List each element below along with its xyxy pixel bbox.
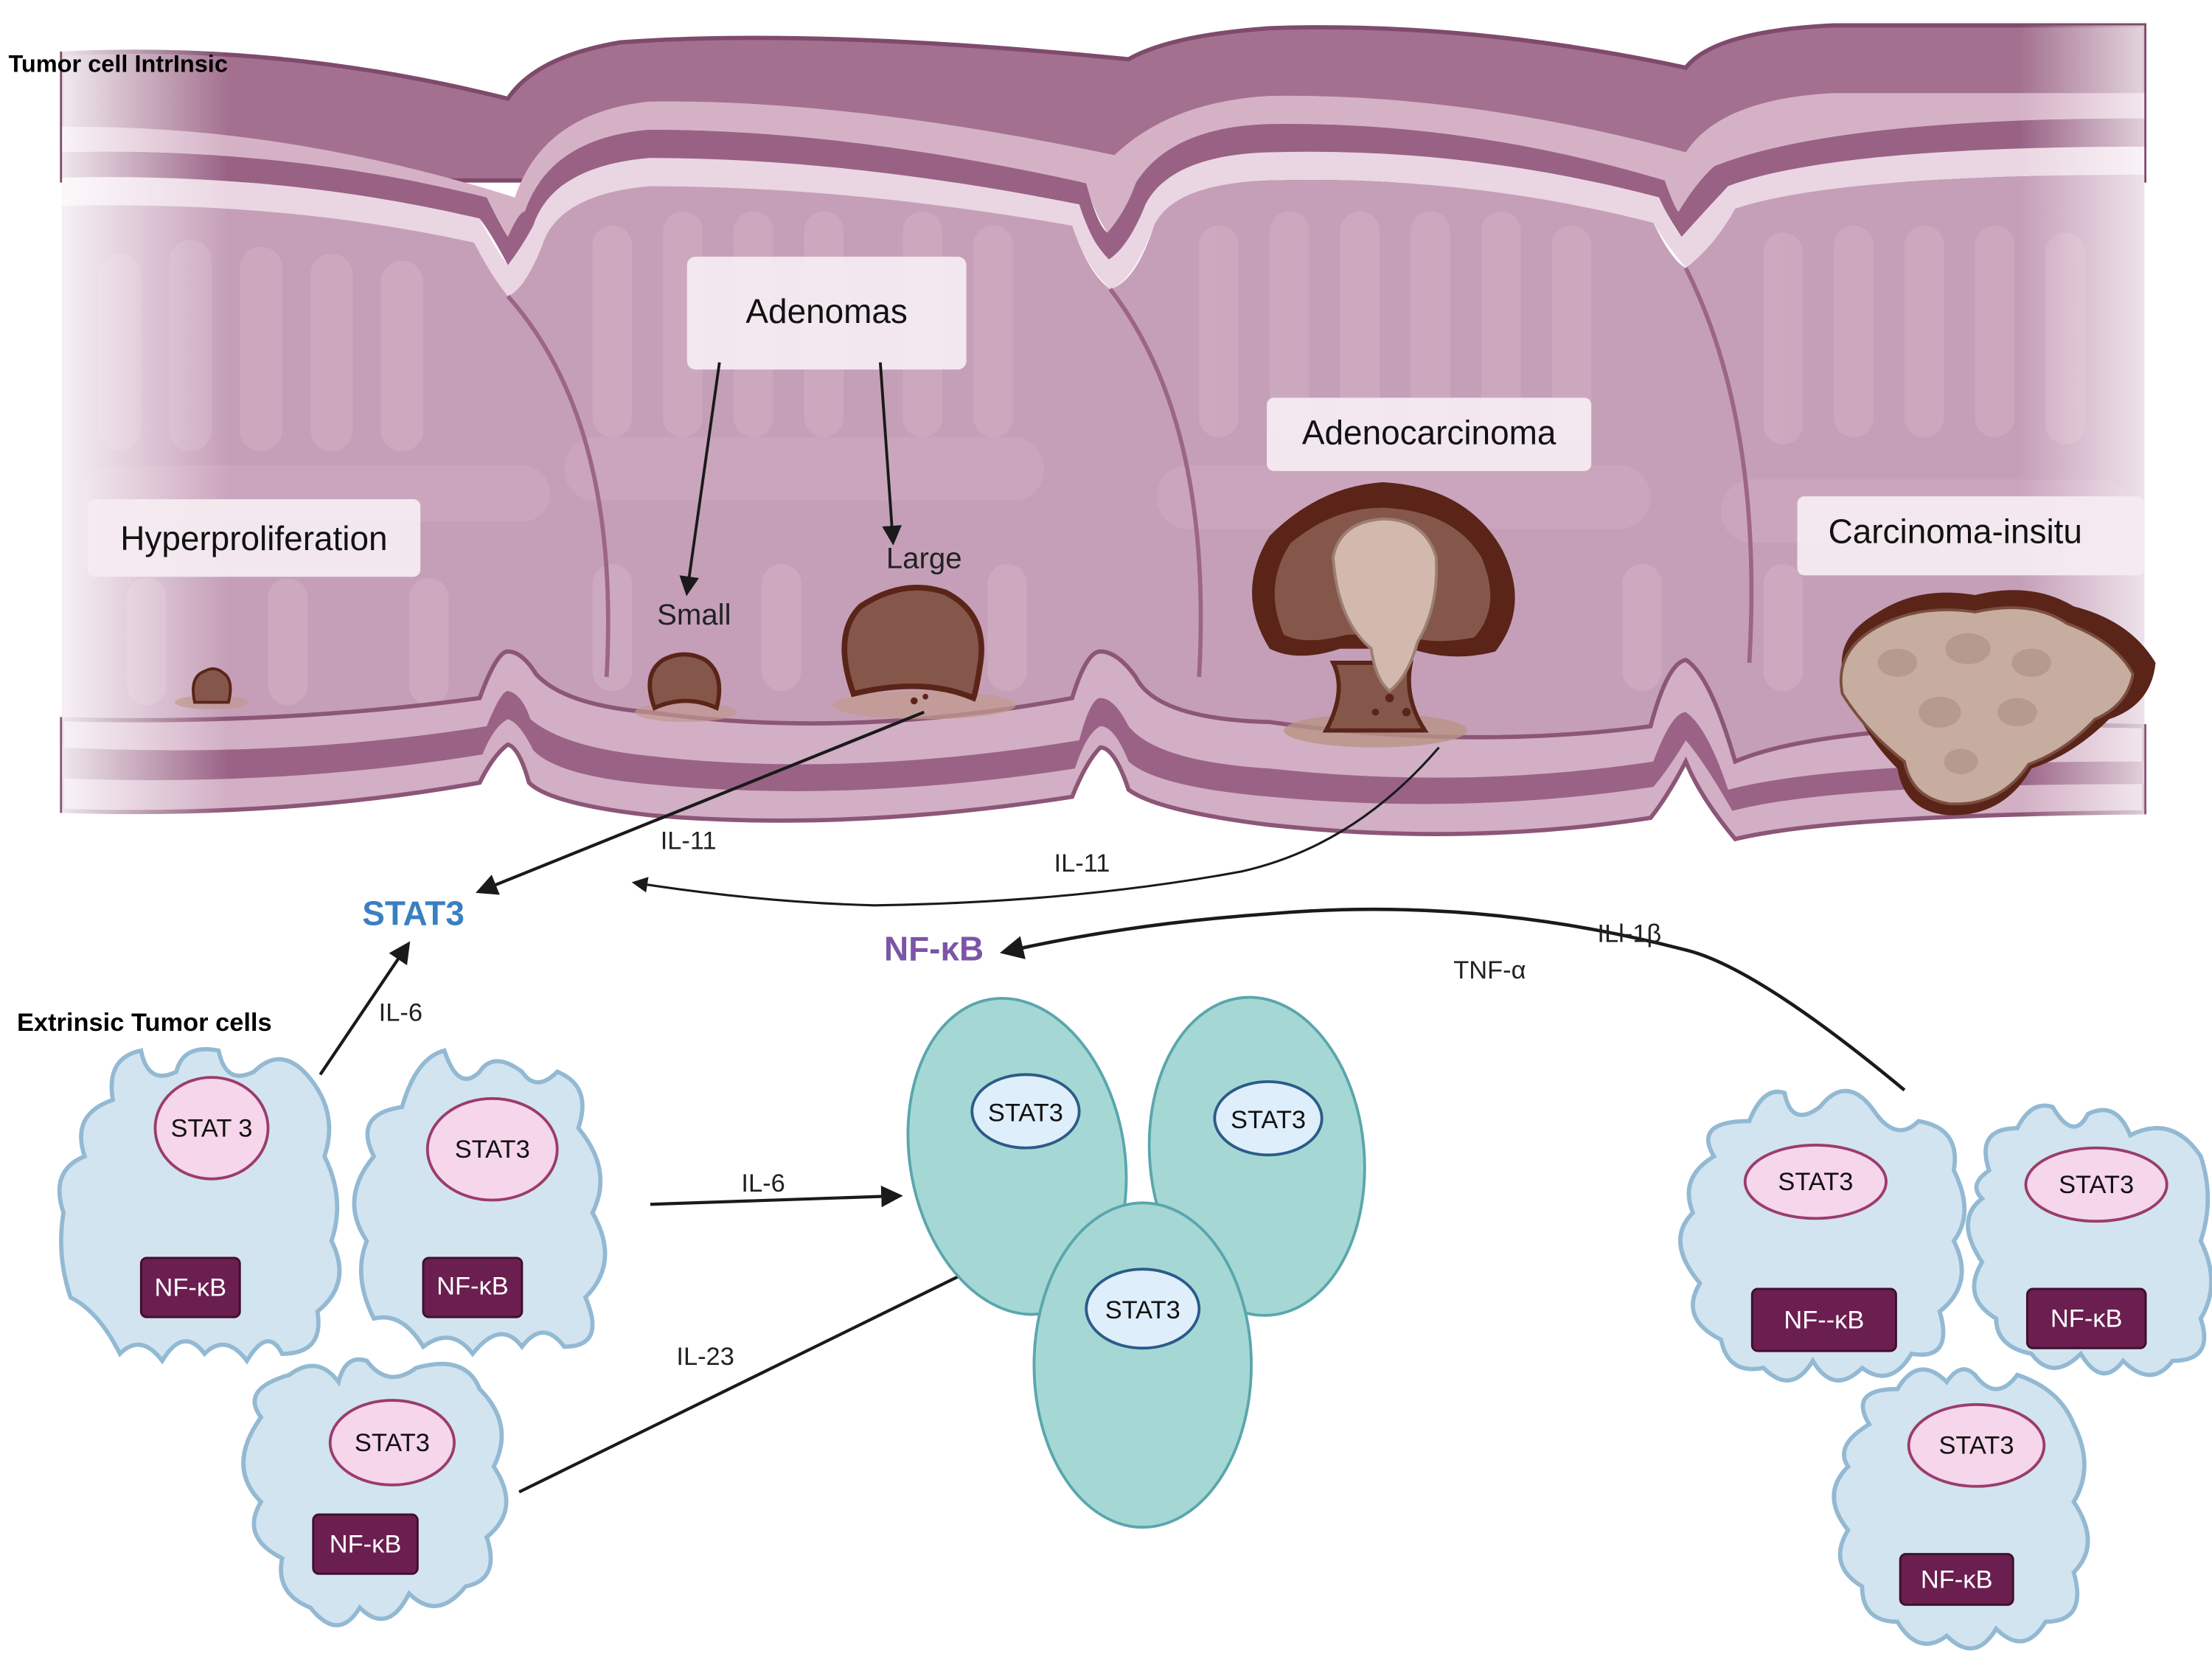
arrow-il6-to-teal-cells	[650, 1185, 903, 1208]
stage-label-hyperproliferation: Hyperproliferation	[120, 519, 387, 557]
intestine-edge-fade	[62, 25, 2145, 818]
left-cell-1-nucleus-label: STAT 3	[171, 1114, 253, 1142]
tumor-carcinoma-insitu	[1839, 590, 2156, 816]
left-cell-3-nucleus-label: STAT3	[355, 1429, 430, 1457]
left-cell-2-nfkb-label: NF-κB	[437, 1273, 509, 1301]
left-cell-3-nfkb-label: NF-κB	[330, 1531, 402, 1559]
stage-label-adenocarcinoma: Adenocarcinoma	[1302, 413, 1557, 451]
hub-nfkb: NF-κB	[884, 929, 984, 967]
teal-cell-3-nucleus-label: STAT3	[1105, 1296, 1180, 1324]
signal-label-il6-teal: IL-6	[741, 1169, 785, 1197]
arrow-il23-to-teal-cells	[518, 1264, 984, 1494]
arrow-il11-adenocarcinoma-to-stat3	[631, 746, 1440, 907]
section-title-intrinsic: Tumor cell IntrInsic	[8, 51, 227, 77]
right-cell-2-nfkb-label: NF-κB	[2051, 1305, 2123, 1333]
teal-cell-1: STAT3	[906, 996, 1128, 1316]
intestine-illustration	[60, 23, 2147, 842]
label-adenomas: Adenomas	[686, 257, 967, 370]
signal-label-il11-adenocarcinoma: IL-11	[1054, 849, 1110, 877]
right-immune-cell-1: STAT3 NF--κB	[1678, 1088, 1966, 1383]
teal-cell-1-nucleus-label: STAT3	[988, 1099, 1063, 1127]
left-immune-cell-2: STAT3 NF-κB	[352, 1048, 608, 1358]
arrow-adenomas-to-large	[878, 362, 902, 546]
left-cell-1-nfkb-label: NF-κB	[155, 1274, 227, 1302]
label-carcinoma-insitu: Carcinoma-insitu	[1797, 496, 2145, 576]
hub-stat3: STAT3	[362, 894, 465, 933]
label-adenocarcinoma: Adenocarcinoma	[1267, 397, 1592, 471]
left-immune-cell-3: STAT3 NF-κB	[241, 1357, 509, 1627]
stage-label-carcinoma-insitu: Carcinoma-insitu	[1829, 512, 2082, 550]
signal-label-il1b: ILl-1β	[1597, 920, 1661, 948]
arrow-adenomas-to-small	[679, 362, 721, 597]
right-cell-1-nucleus-label: STAT3	[1778, 1168, 1853, 1196]
left-immune-cell-1: STAT 3 NF-κB	[57, 1047, 342, 1365]
label-hyperproliferation: Hyperproliferation	[87, 499, 421, 577]
stage-label-adenomas: Adenomas	[745, 292, 907, 330]
signal-label-il23: IL-23	[676, 1343, 734, 1371]
right-cell-3-nucleus-label: STAT3	[1938, 1432, 2014, 1460]
signal-label-il11-large: IL-11	[661, 827, 717, 855]
tumor-hyperproliferation	[175, 667, 248, 709]
teal-cell-3: STAT3	[1032, 1201, 1253, 1529]
tumor-small-adenoma	[634, 652, 737, 723]
left-cell-2-nucleus-label: STAT3	[455, 1136, 530, 1164]
right-cell-1-nfkb-label: NF--κB	[1784, 1307, 1864, 1335]
signal-label-tnfa: TNF-α	[1453, 956, 1526, 984]
sublabel-small: Small	[657, 598, 731, 631]
arrow-il1b-tnfa-to-nfkb	[999, 907, 1906, 1092]
tumor-adenocarcinoma	[1252, 482, 1515, 748]
right-cell-2-nucleus-label: STAT3	[2059, 1171, 2134, 1199]
tumor-large-adenoma	[832, 585, 1016, 720]
section-title-extrinsic: Extrinsic Tumor cells	[17, 1009, 272, 1037]
sublabel-large: Large	[886, 542, 962, 575]
teal-cell-2-nucleus-label: STAT3	[1231, 1106, 1306, 1134]
right-immune-cell-3: STAT3 NF-κB	[1832, 1367, 2090, 1651]
right-cell-3-nfkb-label: NF-κB	[1921, 1565, 1993, 1593]
arrow-il6-to-stat3	[319, 941, 411, 1076]
signal-label-il6-stat3: IL-6	[379, 999, 422, 1027]
right-immune-cell-2: STAT3 NF-κB	[1966, 1103, 2212, 1377]
arrow-il11-large-to-stat3	[476, 710, 925, 895]
